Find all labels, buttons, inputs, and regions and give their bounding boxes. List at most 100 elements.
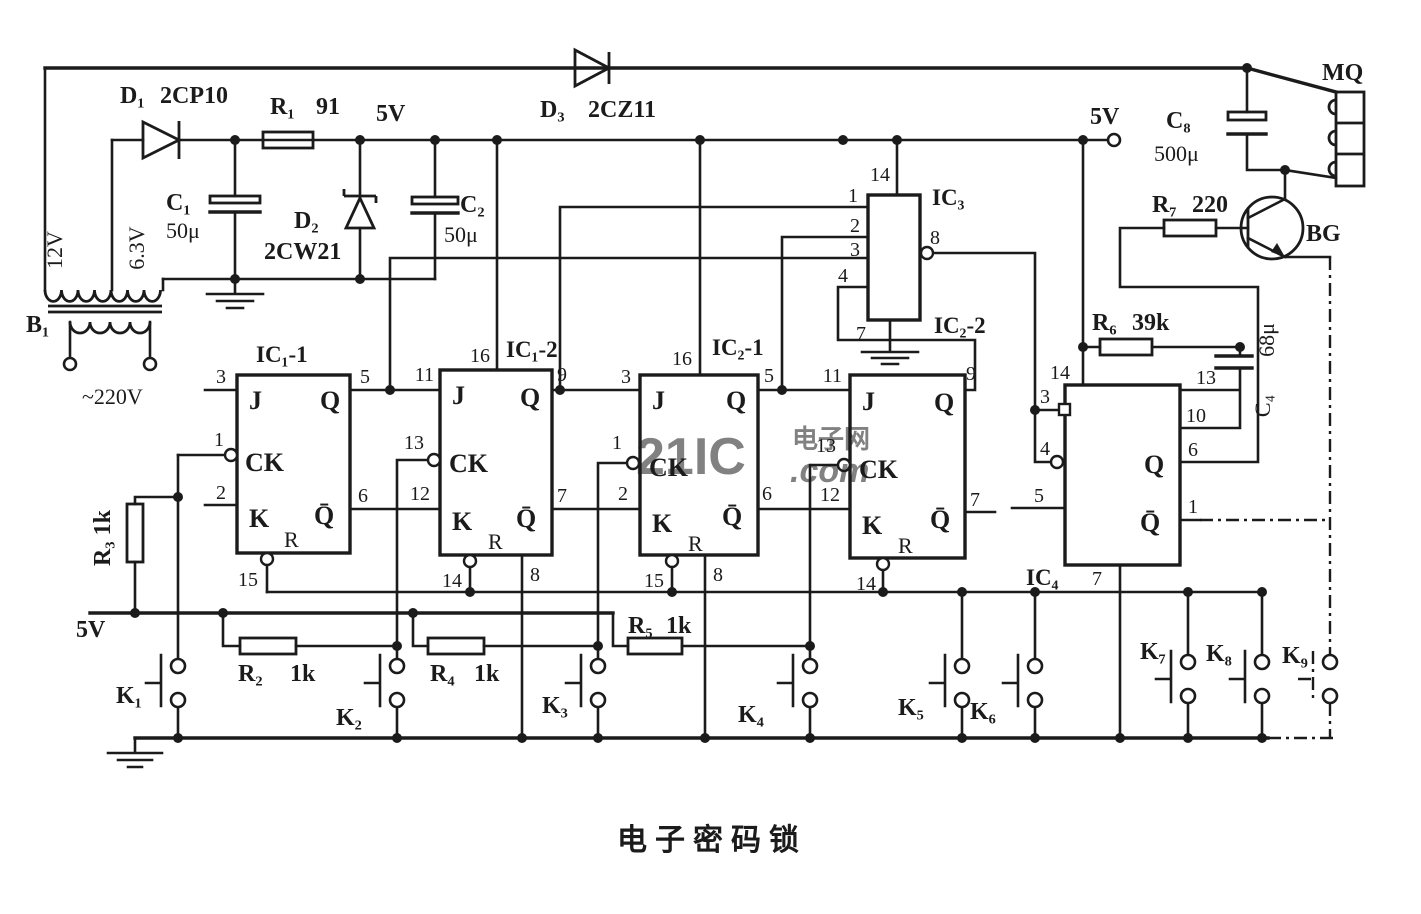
ff4-pin-13: 13	[816, 435, 836, 457]
c4-value-label: 68μ	[1254, 323, 1279, 357]
key-k2	[363, 653, 406, 709]
k5-label: K₅	[898, 695, 924, 721]
ff4-j: J	[862, 387, 875, 416]
ff3-k: K	[652, 509, 673, 538]
ff2-name: IC₁-2	[506, 337, 558, 362]
mains-voltage-label: ~220V	[82, 384, 143, 409]
ff2-pin-16: 16	[470, 345, 490, 367]
capacitor-c2-symbol	[410, 195, 460, 215]
resistor-r2-symbol	[238, 636, 298, 656]
ic4-pin-7: 7	[1092, 568, 1102, 590]
ff4-pin-14: 14	[856, 573, 876, 595]
r5-value-label: 1k	[666, 613, 692, 639]
c2-label: C₂	[460, 192, 485, 218]
r3-label: R₃ 1k	[90, 509, 116, 566]
ic4-pin-6: 6	[1188, 439, 1198, 461]
ff3-pin-8: 8	[713, 564, 723, 586]
watermark-brand: 21IC	[636, 428, 746, 486]
ic4-box	[1063, 383, 1182, 567]
ic3-pin-7: 7	[856, 323, 866, 345]
ff3-ck: CK	[649, 453, 689, 482]
ff1-box	[235, 373, 352, 555]
ff2-k: K	[452, 507, 473, 536]
c8-value-label: 500μ	[1154, 141, 1199, 166]
resistor-r6-symbol	[1098, 337, 1154, 357]
key-k5	[928, 653, 971, 709]
d3-label: D₃	[540, 97, 565, 123]
r5-label: R₅	[628, 613, 653, 639]
ff4-r: R	[898, 533, 913, 558]
5v-left-label: 5V	[376, 101, 406, 127]
r4-value-label: 1k	[474, 661, 500, 687]
d1-type-label: 2CP10	[160, 83, 228, 109]
ff1-name: IC₁-1	[256, 342, 308, 367]
ff4-ck: CK	[859, 455, 899, 484]
ff2-qbar: Q̄	[516, 504, 536, 533]
ff1-qbar: Q̄	[314, 501, 334, 530]
transformer-b1-symbol	[43, 289, 162, 372]
resistor-r1-symbol	[261, 130, 315, 150]
ff3-name: IC₂-1	[712, 335, 764, 360]
ic3-box	[866, 193, 922, 322]
ff1-j: J	[249, 386, 262, 415]
ic4-name: IC₄	[1026, 565, 1059, 590]
ff1-pin-5: 5	[360, 366, 370, 388]
ff1-pin-1: 1	[214, 429, 224, 451]
solenoid-mq-symbol	[1327, 90, 1366, 188]
ic3-pin-8: 8	[930, 227, 940, 249]
c2-value-label: 50μ	[444, 222, 478, 247]
ic3-pin-14: 14	[870, 164, 890, 186]
ff2-pin-13: 13	[404, 432, 424, 454]
k7-label: K₇	[1140, 639, 1166, 665]
ff4-qbar: Q̄	[930, 505, 950, 534]
ff4-pin-11: 11	[823, 365, 842, 387]
key-k7	[1154, 649, 1197, 705]
capacitor-c4-symbol	[1214, 354, 1254, 370]
ic3-pin-3: 3	[850, 239, 860, 261]
c1-value-label: 50μ	[166, 218, 200, 243]
ff1-r: R	[284, 527, 299, 552]
mq-label: MQ	[1322, 60, 1363, 86]
ic4-pin-3: 3	[1040, 386, 1050, 408]
diode-d3-symbol	[573, 47, 612, 89]
ic3-pin-4: 4	[838, 265, 848, 287]
resistor-r5-symbol	[626, 636, 684, 656]
key-k4	[776, 653, 819, 709]
key-k3	[564, 653, 607, 709]
c4-label: C₄	[1250, 395, 1275, 417]
ff2-j: J	[452, 381, 465, 410]
resistor-r4-symbol	[426, 636, 486, 656]
ic4-pin-14: 14	[1050, 362, 1070, 384]
ic4-pin-4: 4	[1040, 438, 1050, 460]
ff3-pin-15: 15	[644, 570, 664, 592]
ff3-qbar: Q̄	[722, 502, 742, 531]
r6-value-label: 39k	[1132, 310, 1170, 336]
ff1-k: K	[249, 504, 270, 533]
k3-label: K₃	[542, 693, 568, 719]
ff2-pin-11: 11	[415, 364, 434, 386]
wires	[43, 66, 1339, 769]
transistor-bg-symbol	[1239, 195, 1305, 261]
d2-label: D₂	[294, 208, 319, 234]
winding-12v-label: 12V	[42, 231, 67, 269]
r2-label: R₂	[238, 661, 263, 687]
ff3-pin-16: 16	[672, 348, 692, 370]
k6-label: K₆	[970, 699, 996, 725]
ff3-box	[638, 373, 760, 557]
k4-label: K₄	[738, 702, 764, 728]
ff4-pin-7: 7	[970, 489, 980, 511]
key-switches	[144, 649, 1339, 709]
r2-value-label: 1k	[290, 661, 316, 687]
caption-title: 电子密码锁	[617, 823, 807, 857]
ff3-r: R	[688, 531, 703, 556]
ff2-ck: CK	[449, 449, 489, 478]
ic4-qbar: Q̄	[1140, 508, 1160, 537]
ic4-q: Q	[1144, 450, 1164, 479]
r1-label: R₁	[270, 94, 295, 120]
c8-label: C₈	[1166, 108, 1191, 134]
r4-label: R₄	[430, 661, 455, 687]
5v-right-label: 5V	[1090, 104, 1120, 130]
transformer-label: B₁	[26, 312, 49, 338]
ff1-ck: CK	[245, 448, 285, 477]
capacitor-c1-symbol	[208, 194, 262, 214]
